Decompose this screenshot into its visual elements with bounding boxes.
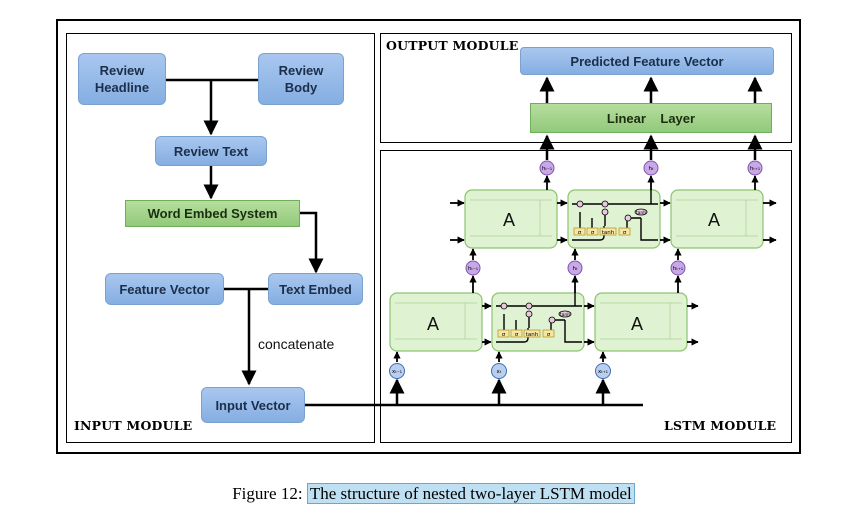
- lstm-expanded-bottom: [496, 293, 582, 343]
- lstm-cell-bottom-1: [389, 292, 483, 352]
- lstm-gates-bottom: [497, 302, 572, 338]
- gate-label-top-4: σ: [623, 230, 627, 236]
- figure-caption: Figure 12: The structure of nested two-l…: [0, 483, 867, 504]
- lstm-expanded-top: [572, 190, 658, 241]
- caption-prefix: Figure 12:: [232, 484, 307, 503]
- cell-a-top-3: A: [708, 210, 720, 230]
- x-label-3: xₜ₊₁: [598, 369, 608, 375]
- review-body-box: Review Body: [258, 53, 344, 105]
- text-embed-box: Text Embed: [268, 273, 363, 305]
- gate-label-bottom-1: σ: [502, 332, 506, 338]
- output-module-label: OUTPUT MODULE: [386, 38, 519, 53]
- gate-tanh-bottom: tanh: [560, 312, 570, 318]
- h-top-label-2: hₜ: [648, 166, 653, 172]
- feature-vector-box: Feature Vector: [105, 273, 224, 305]
- lstm-cell-bottom-3: [594, 292, 688, 352]
- concatenate-label: concatenate: [258, 336, 335, 352]
- input-vector-box: Input Vector: [201, 387, 305, 423]
- x-nodes: [389, 363, 611, 379]
- x-label-1: xₜ₋₁: [392, 369, 402, 375]
- gate-label-bottom-4: σ: [547, 332, 551, 338]
- linear-layer-box: Linear Layer: [530, 103, 772, 133]
- lstm-bottom-row: [389, 292, 688, 352]
- cell-a-top-1: A: [503, 210, 515, 230]
- predicted-feature-vector-box: Predicted Feature Vector: [520, 47, 774, 75]
- lstm-cell-top-1: [464, 189, 558, 249]
- input-module-label: INPUT MODULE: [74, 418, 193, 433]
- h-mid-label-2: hₜ: [572, 266, 577, 272]
- caption-text: The structure of nested two-layer LSTM m…: [306, 483, 635, 504]
- word-embed-box: Word Embed System: [125, 200, 300, 227]
- h-nodes-mid: [465, 260, 686, 276]
- lstm-module-label: LSTM MODULE: [664, 418, 777, 433]
- gate-tanh-top: tanh: [636, 210, 646, 216]
- gate-label-top-2: σ: [591, 230, 595, 236]
- gate-label-top-3: tanh: [602, 230, 615, 236]
- cell-a-bottom-1: A: [427, 314, 439, 334]
- lstm-gates-top: [573, 200, 648, 236]
- gate-label-top-1: σ: [578, 230, 582, 236]
- figure-frame: [56, 19, 801, 454]
- review-text-box: Review Text: [155, 136, 267, 166]
- h-top-label-3: hₜ₊₁: [750, 166, 760, 172]
- h-nodes-top: [539, 160, 763, 176]
- h-mid-label-1: hₜ₋₁: [468, 266, 478, 272]
- lstm-cell-top-3: [670, 189, 764, 249]
- gate-label-bottom-3: tanh: [526, 332, 539, 338]
- review-headline-box: Review Headline: [78, 53, 166, 105]
- cell-a-bottom-3: A: [631, 314, 643, 334]
- h-mid-label-3: hₜ₊₁: [673, 266, 683, 272]
- h-top-label-1: hₜ₋₁: [542, 166, 552, 172]
- x-label-2: xₜ: [497, 369, 502, 375]
- gate-label-bottom-2: σ: [515, 332, 519, 338]
